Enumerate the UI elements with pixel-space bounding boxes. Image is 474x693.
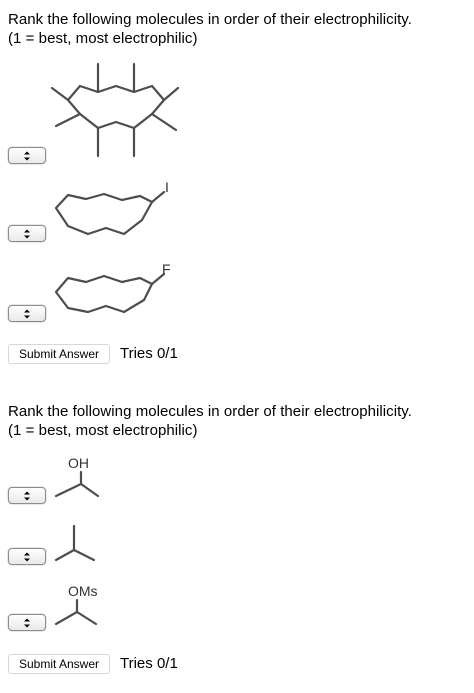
question-1-submit-button[interactable]: Submit Answer (8, 344, 110, 364)
methyl-bond (162, 86, 180, 102)
hydroxyl-label: OH (68, 455, 89, 471)
question-2-prompt-line1: Rank the following molecules in order of… (8, 403, 412, 420)
cyclodecane-ring (54, 274, 154, 314)
isopropyl-skeleton (54, 482, 100, 498)
question-1-rank-select-2[interactable] (8, 225, 46, 242)
c-i-bond (150, 190, 166, 204)
isopropyl-skeleton (54, 548, 96, 562)
c-f-bond (150, 272, 166, 286)
select-arrows-icon (24, 151, 30, 160)
question-2-submit-button[interactable]: Submit Answer (8, 654, 110, 674)
question-2-prompt-line2: (1 = best, most electrophilic) (8, 422, 198, 439)
methyl-bond (54, 112, 82, 128)
isopropyl-skeleton (54, 610, 98, 626)
select-arrows-icon (24, 491, 30, 500)
question-2-prompt: Rank the following molecules in order of… (8, 402, 412, 440)
question-1-molecule-1 (50, 62, 180, 158)
cyclodecane-ring (66, 84, 166, 130)
question-2-rank-select-3[interactable] (8, 614, 46, 631)
question-1-rank-select-1[interactable] (8, 147, 46, 164)
mesylate-label: OMs (68, 583, 98, 599)
question-1-rank-select-3[interactable] (8, 305, 46, 322)
select-arrows-icon (24, 618, 30, 627)
question-2-tries-count: Tries 0/1 (120, 655, 178, 672)
question-1-molecule-3: F (54, 261, 171, 314)
question-1-tries-count: Tries 0/1 (120, 345, 178, 362)
cyclodecane-ring (54, 192, 154, 236)
fluorine-label: F (162, 261, 171, 277)
question-1-prompt-line2: (1 = best, most electrophilic) (8, 30, 198, 47)
select-arrows-icon (24, 229, 30, 238)
select-arrows-icon (24, 552, 30, 561)
methyl-bond (150, 112, 178, 132)
question-2-rank-select-2[interactable] (8, 548, 46, 565)
methyl-bond (50, 86, 70, 102)
question-2-molecule-3: OMs (54, 583, 98, 626)
select-arrows-icon (24, 309, 30, 318)
question-2-rank-select-1[interactable] (8, 487, 46, 504)
question-2-molecule-1: OH (54, 455, 100, 498)
iodine-label: I (165, 179, 169, 195)
question-1-prompt: Rank the following molecules in order of… (8, 10, 412, 48)
question-2-molecule-2 (54, 524, 96, 562)
question-1-molecule-2: I (54, 179, 169, 236)
question-1-prompt-line1: Rank the following molecules in order of… (8, 11, 412, 28)
